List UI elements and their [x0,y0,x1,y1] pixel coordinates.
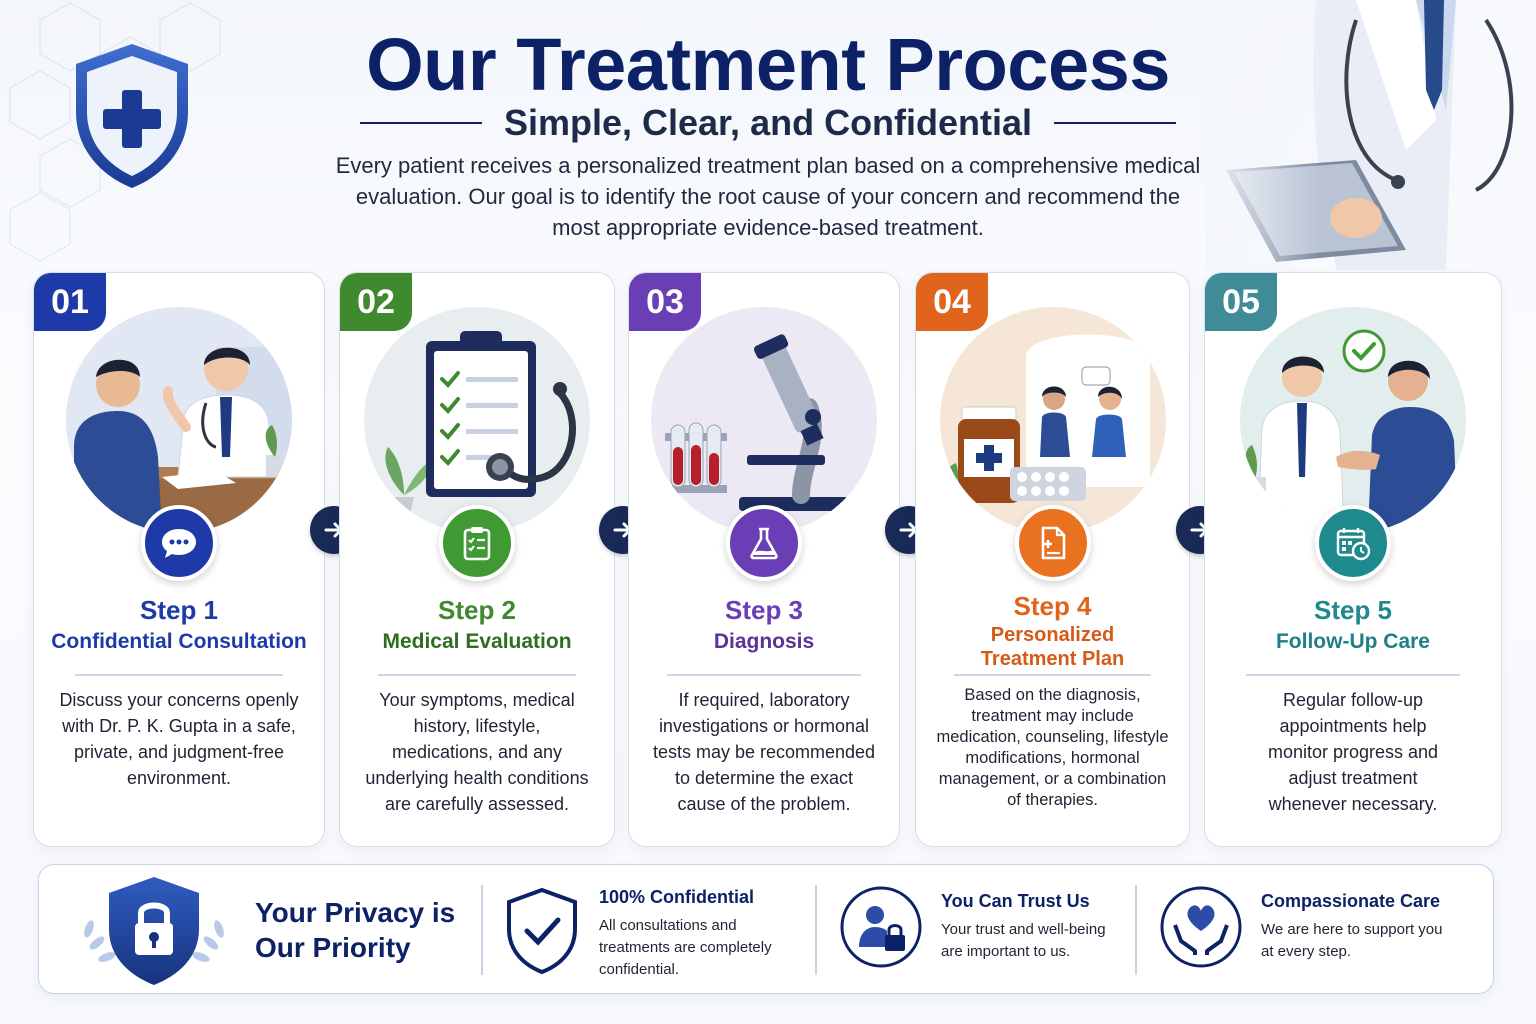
step-number-badge: 03 [629,273,701,331]
feature-title: You Can Trust Us [941,891,1090,911]
document-glyph [1041,526,1065,560]
step-title: Follow-Up Care [1275,630,1430,653]
user-lock-icon [840,886,922,968]
page-subtitle: Simple, Clear, and Confidential [503,102,1033,143]
card-divider [954,674,1151,676]
subtitle-row: Simple, Clear, and Confidential [360,100,1177,146]
privacy-banner: Your Privacy is Our Priority 100% Confid… [38,864,1494,994]
step-title: Personalized Treatment Plan [980,624,1125,670]
calendar-clock-icon [1315,505,1391,581]
privacy-divider [481,885,483,975]
step-title: Confidential Consultation [51,630,307,653]
step-title: Medical Evaluation [382,630,572,653]
intro-paragraph: Every patient receives a personalized tr… [335,153,1201,240]
calendar-glyph [1336,528,1371,561]
clipboard-glyph [463,527,491,561]
lab-flask-icon [726,505,802,581]
step-card-5: 05 Step 5 Follow-Up Care Regular follow-… [1204,272,1502,847]
step-card-1: 01 Step 1 Confidential Consultation Disc… [33,272,325,847]
consultation-illustration [66,307,292,533]
feature-title: 100% Confidential [599,887,755,907]
laboratory-illustration [651,307,877,533]
medical-document-icon [1014,505,1091,581]
step-number-badge: 01 [34,273,106,331]
step-description: If required, laboratory investigations o… [652,690,876,814]
card-divider [74,674,284,676]
step-number-badge: 04 [916,273,988,331]
step-number-badge: 05 [1205,273,1277,331]
flask-glyph [750,527,778,560]
subtitle-rule-left [360,122,482,124]
step-label: Step 5 [1313,595,1393,625]
chat-bubble-icon [141,505,217,581]
feature-confidential: 100% Confidential All consultations and … [505,883,795,979]
step-description: Based on the diagnosis, treatment may in… [936,686,1169,809]
card-divider [1246,674,1460,676]
feature-compassion: Compassionate Care We are here to suppor… [1159,883,1459,979]
hands-heart-icon [1160,886,1242,968]
card-divider [378,674,576,676]
step-card-4: 04 Step 4 Personalized Treatment Plan Ba… [915,272,1190,847]
step-label: Step 3 [724,595,804,625]
card-divider [666,674,862,676]
feature-text: All consultations and treatments are com… [599,917,772,978]
step-label: Step 1 [139,595,219,625]
medical-evaluation-illustration [364,307,590,533]
feature-trust: You Can Trust Us Your trust and well-bei… [839,883,1129,979]
padlock-shield-icon [84,877,224,985]
hexagon-pattern-decoration [9,2,221,262]
privacy-divider [1135,885,1137,975]
shield-check-icon [507,887,577,975]
feature-title: Compassionate Care [1261,891,1441,911]
step-title: Diagnosis [713,630,815,653]
doctor-with-clipboard-illustration [1206,0,1536,270]
step-description: Regular follow-up appointments help moni… [1267,690,1439,814]
feature-text: Your trust and well-being are important … [941,921,1106,960]
step-label: Step 2 [437,595,517,625]
privacy-divider [815,885,817,975]
medical-shield-logo-icon [76,44,188,188]
step-card-2: 02 Step 2 Medical Evaluation [339,272,615,847]
step-number-badge: 02 [340,273,412,331]
step-description: Discuss your concerns openly with Dr. P.… [59,690,299,788]
step-label: Step 4 [1013,591,1092,621]
follow-up-care-illustration [1240,307,1466,533]
subtitle-rule-right [1054,122,1177,124]
privacy-heading: Your Privacy is Our Priority [255,897,456,963]
treatment-plan-illustration [939,307,1166,533]
chat-bubble-glyph [162,529,196,558]
clipboard-checklist-icon [439,505,515,581]
step-description: Your symptoms, medical history, lifestyl… [365,690,589,814]
feature-text: We are here to support you at every step… [1261,921,1443,960]
page-title: Our Treatment Process [366,23,1170,106]
step-card-3: 03 Step 3 Diagnosis If requ [628,272,900,847]
